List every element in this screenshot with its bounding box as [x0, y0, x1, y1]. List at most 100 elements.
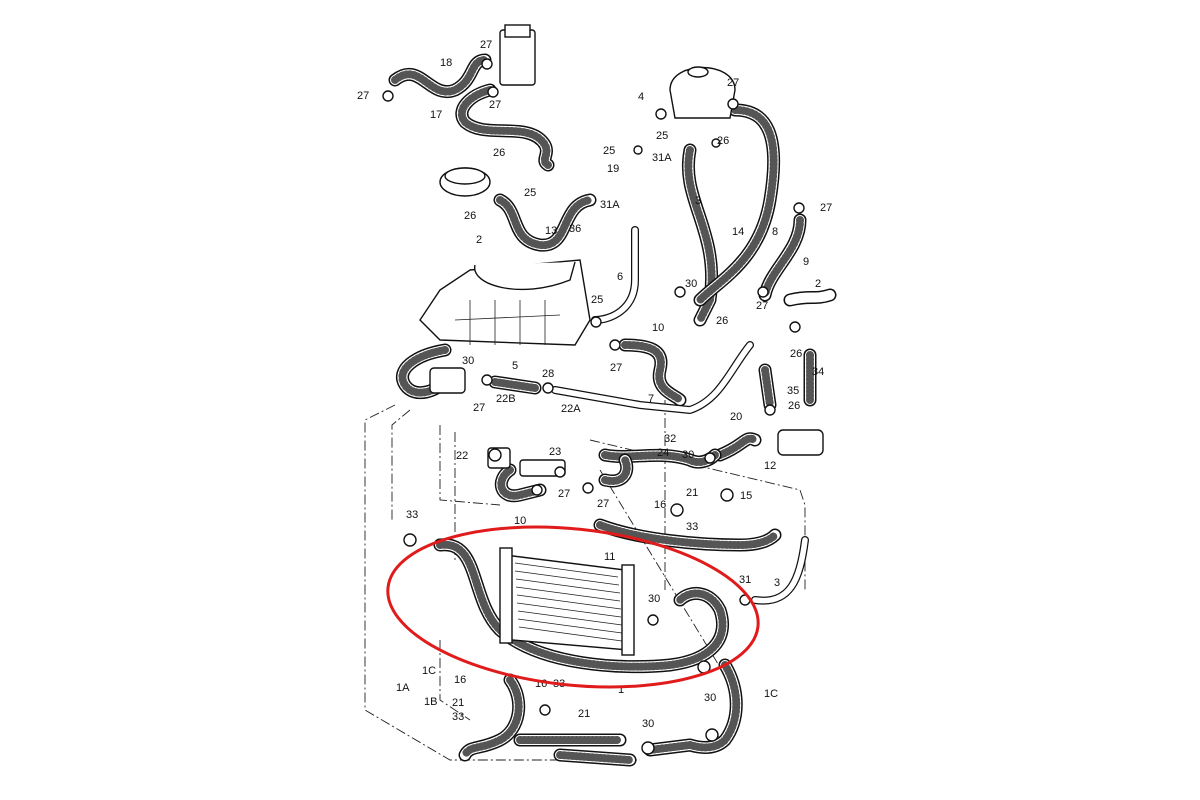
callout-label: 27	[480, 39, 492, 51]
callout-label: 25	[656, 130, 668, 142]
hose-1B-lower	[458, 673, 526, 762]
callout-label: 3	[695, 195, 701, 207]
callout-label: 8	[772, 226, 778, 238]
expansion-tank-icon	[669, 66, 736, 119]
callout-label: 28	[542, 368, 554, 380]
callout-label: 33	[686, 521, 698, 533]
callout-label: 22	[456, 450, 468, 462]
hose-6	[591, 226, 639, 324]
hose-10-lower	[494, 463, 547, 503]
callout-label: 10	[652, 322, 664, 334]
callout-label: 11	[604, 551, 615, 563]
hose-18	[388, 53, 492, 99]
callout-label: 1A	[396, 682, 410, 694]
callout-label: 26	[790, 348, 802, 360]
callout-label: 26	[464, 210, 476, 222]
clamps	[382, 58, 805, 755]
callout-label: 25	[591, 294, 603, 306]
hoses	[388, 53, 837, 767]
callout-label: 33	[406, 509, 418, 521]
callout-label: 25	[603, 145, 615, 157]
callout-label: 1	[618, 684, 624, 696]
hose-5	[488, 375, 542, 395]
thermostat-housing-icon	[429, 367, 824, 456]
hose-8	[693, 103, 781, 307]
callout-label: 16	[454, 674, 466, 686]
hose-3-right	[751, 536, 809, 605]
callout-label: 21	[452, 697, 464, 709]
callout-label: 22A	[561, 403, 581, 415]
callout-label: 34	[812, 366, 824, 378]
engine-block-icon	[419, 259, 591, 346]
callout-label: 17	[430, 109, 442, 121]
callout-label: 22B	[496, 393, 516, 405]
callout-label: 7	[648, 393, 654, 405]
hose-9	[758, 213, 807, 302]
callout-label: 23	[549, 446, 561, 458]
callout-label: 4	[638, 91, 644, 103]
callout-label: 2	[476, 234, 482, 246]
callout-label: 31A	[652, 152, 672, 164]
callout-label: 30	[648, 593, 660, 605]
hose-17	[455, 83, 555, 172]
callout-label: 16	[654, 499, 666, 511]
callout-label: 30	[462, 355, 474, 367]
valve-block-icon	[499, 24, 536, 86]
hose-2-right	[783, 288, 837, 307]
callout-label: 30	[642, 718, 654, 730]
callout-label: 2	[815, 278, 821, 290]
hose-27-lower	[598, 453, 634, 488]
callout-label: 27	[727, 77, 739, 89]
callout-label: 5	[512, 360, 518, 372]
callout-label: 20	[730, 411, 742, 423]
callout-label: 35	[787, 385, 799, 397]
hose-10-upper	[618, 338, 687, 407]
callout-label: 21	[578, 708, 590, 720]
callout-label: 33	[452, 711, 464, 723]
callout-label: 18	[440, 57, 452, 69]
hose-bottom	[513, 733, 637, 767]
radiator-icon	[499, 547, 635, 656]
callout-label: 1C	[764, 688, 778, 700]
callout-label: 15	[740, 490, 752, 502]
oil-cooler-icon	[439, 167, 491, 197]
callout-label: 27	[756, 300, 768, 312]
callout-label: 30	[704, 692, 716, 704]
callout-label: 27	[489, 99, 501, 111]
callout-label: 27	[610, 362, 622, 374]
callout-label: 27	[597, 498, 609, 510]
callout-label: 12	[764, 460, 776, 472]
callout-label: 24	[657, 447, 669, 459]
callout-label: 1C	[422, 665, 436, 677]
hose-2-upper	[493, 193, 597, 252]
hose-35	[758, 363, 777, 412]
callout-label: 27	[473, 402, 485, 414]
callout-label: 27	[820, 202, 832, 214]
callout-label: 6	[617, 271, 623, 283]
callout-label: 14	[732, 226, 744, 238]
hose-12	[713, 432, 762, 462]
hose-1C-right	[643, 658, 743, 757]
callout-label: 30	[685, 278, 697, 290]
callout-label: 25	[524, 187, 536, 199]
callout-label: 21	[686, 487, 698, 499]
callout-label: 27	[558, 488, 570, 500]
callout-label: 32	[664, 433, 676, 445]
callout-label: 36	[569, 223, 581, 235]
hose-11-right	[593, 518, 782, 552]
callout-label: 1B	[424, 696, 437, 708]
pipe-7	[551, 341, 754, 414]
callout-label: 3	[774, 577, 780, 589]
callout-label: 19	[607, 163, 619, 175]
callout-label: 10	[514, 515, 526, 527]
callout-label: 9	[803, 256, 809, 268]
callout-label: 26	[788, 400, 800, 412]
callout-label: 30	[682, 449, 694, 461]
callout-label: 31A	[600, 199, 620, 211]
callout-label: 31	[739, 574, 751, 586]
highlight-ellipse	[386, 525, 760, 689]
callout-label: 26	[493, 147, 505, 159]
callout-label: 27	[357, 90, 369, 102]
